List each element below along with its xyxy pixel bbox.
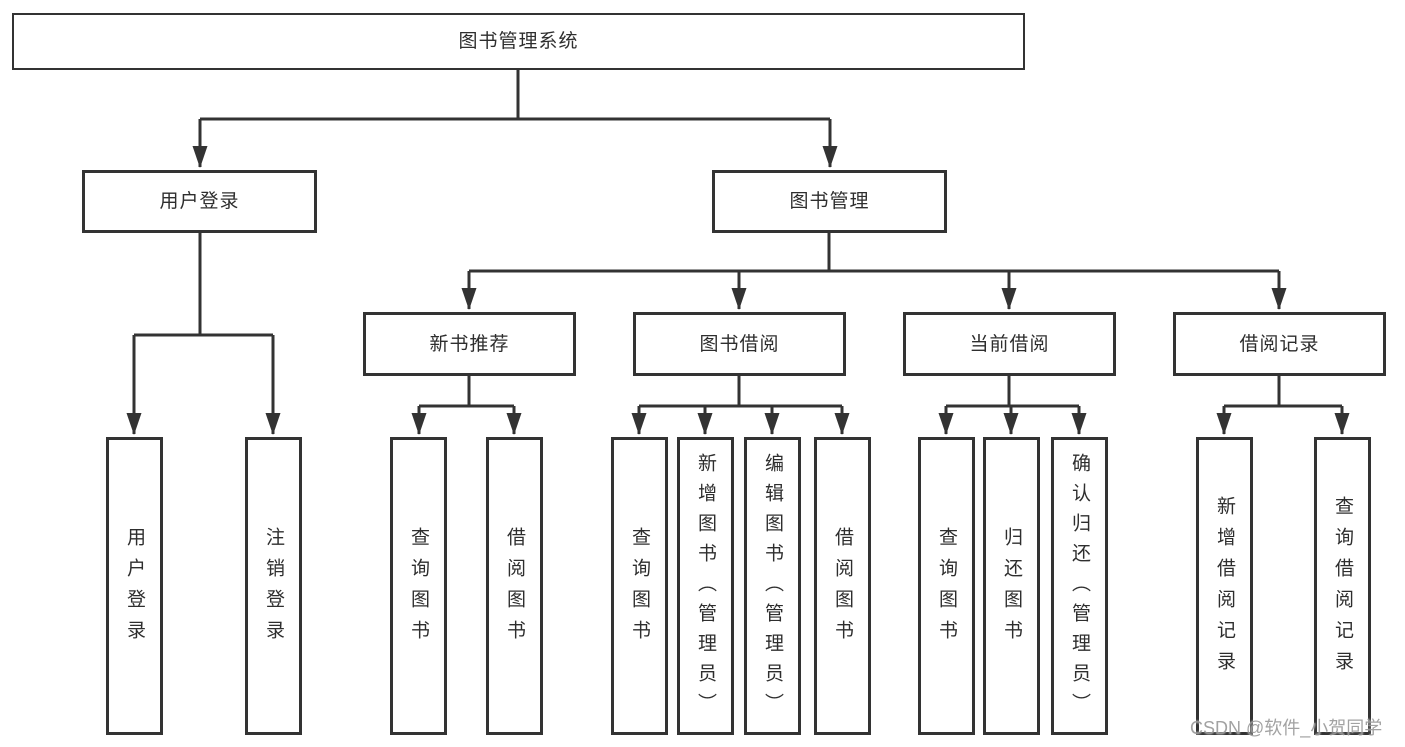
csdn-watermark: CSDN @软件_小贺同学 <box>1190 718 1383 738</box>
node-leaf-logout: 注销登录 <box>245 437 302 735</box>
node-leaf-query-books-3-label: 查询图书 <box>936 527 957 651</box>
node-leaf-confirm-return-admin: 确认归还（管理员） <box>1051 437 1108 735</box>
node-leaf-user-login-label: 用户登录 <box>124 527 145 651</box>
node-leaf-logout-label: 注销登录 <box>263 527 284 651</box>
node-book-borrow: 图书借阅 <box>633 312 846 376</box>
node-leaf-query-books-2: 查询图书 <box>611 437 668 735</box>
node-book-borrow-label: 图书借阅 <box>699 333 780 355</box>
node-leaf-query-books-3: 查询图书 <box>918 437 975 735</box>
connector-borrow-records <box>1224 376 1342 408</box>
node-leaf-return-book: 归还图书 <box>983 437 1040 735</box>
connector-book-management <box>469 233 1279 273</box>
node-current-borrow: 当前借阅 <box>903 312 1116 376</box>
node-leaf-add-book-admin: 新增图书（管理员） <box>677 437 734 735</box>
node-leaf-query-books-2-label: 查询图书 <box>629 527 650 651</box>
node-leaf-query-borrow-record-label: 查询借阅记录 <box>1332 496 1353 682</box>
node-user-login-label: 用户登录 <box>159 191 240 212</box>
node-leaf-add-borrow-record-label: 新增借阅记录 <box>1214 496 1235 682</box>
node-leaf-query-borrow-record: 查询借阅记录 <box>1314 437 1371 735</box>
node-leaf-return-book-label: 归还图书 <box>1001 527 1022 651</box>
node-leaf-edit-book-admin: 编辑图书（管理员） <box>744 437 801 735</box>
node-leaf-query-books-1-label: 查询图书 <box>408 527 429 651</box>
node-leaf-query-books-1: 查询图书 <box>390 437 447 735</box>
connector-new-book <box>419 376 514 408</box>
node-leaf-add-book-admin-label: 新增图书（管理员） <box>695 453 716 723</box>
node-borrow-records: 借阅记录 <box>1173 312 1386 376</box>
node-new-book-recommend-label: 新书推荐 <box>429 333 510 355</box>
connector-book-borrow <box>639 376 842 408</box>
node-leaf-borrow-books-2: 借阅图书 <box>814 437 871 735</box>
node-new-book-recommend: 新书推荐 <box>363 312 576 376</box>
node-leaf-confirm-return-admin-label: 确认归还（管理员） <box>1069 453 1090 723</box>
node-leaf-borrow-books-2-label: 借阅图书 <box>832 527 853 651</box>
node-borrow-records-label: 借阅记录 <box>1239 333 1320 355</box>
node-current-borrow-label: 当前借阅 <box>969 333 1050 355</box>
connector-user-login <box>134 233 273 337</box>
node-leaf-user-login: 用户登录 <box>106 437 163 735</box>
node-leaf-edit-book-admin-label: 编辑图书（管理员） <box>762 453 783 723</box>
node-leaf-borrow-books-1-label: 借阅图书 <box>504 527 525 651</box>
node-book-management: 图书管理 <box>712 170 947 233</box>
node-library-system: 图书管理系统 <box>12 13 1025 70</box>
connector-root <box>200 70 830 121</box>
connector-current-borrow <box>946 376 1079 408</box>
node-book-management-label: 图书管理 <box>789 191 870 212</box>
node-user-login: 用户登录 <box>82 170 317 233</box>
node-library-system-label: 图书管理系统 <box>458 31 579 52</box>
node-leaf-borrow-books-1: 借阅图书 <box>486 437 543 735</box>
node-leaf-add-borrow-record: 新增借阅记录 <box>1196 437 1253 735</box>
